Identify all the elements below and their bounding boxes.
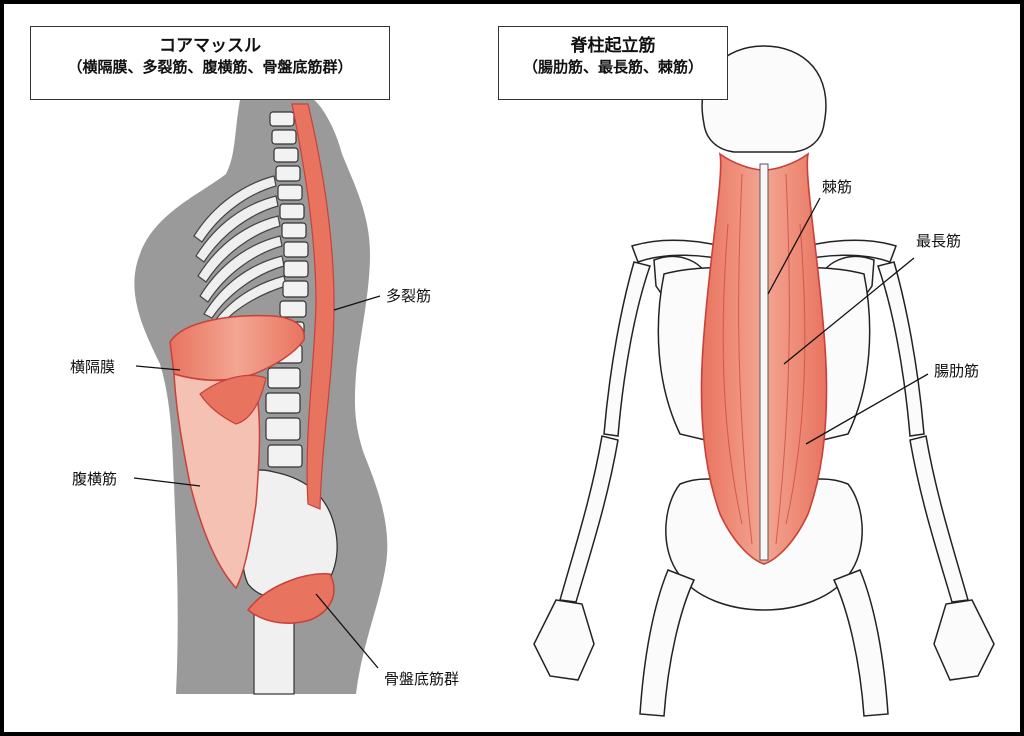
hand-right: [933, 599, 995, 681]
multifidus-muscle: [291, 103, 335, 510]
diagram-frame: コアマッスル （横隔膜、多裂筋、腹横筋、骨盤底筋群） 脊柱起立筋 （腸肋筋、最長…: [4, 4, 1020, 732]
hand-left: [533, 599, 595, 681]
erector-spinae-title: 脊柱起立筋: [570, 36, 656, 56]
core-muscle-title: コアマッスル: [159, 36, 261, 56]
forearm-right: [909, 435, 969, 603]
humerus-left: [603, 261, 651, 437]
rib-cage-side: [193, 175, 287, 325]
label-diaphragm: 横隔膜: [70, 358, 116, 376]
core-muscle-title-box: コアマッスル （横隔膜、多裂筋、腹横筋、骨盤底筋群）: [30, 26, 390, 100]
label-spinalis: 棘筋: [822, 178, 853, 196]
forearm-left: [559, 435, 619, 603]
spine-side: [265, 111, 309, 468]
label-transversus: 腹横筋: [72, 470, 118, 488]
erector-spinae-fibers: [722, 173, 806, 545]
femur-right: [832, 569, 889, 717]
label-multifidus: 多裂筋: [386, 287, 432, 305]
spine-back: [759, 163, 769, 561]
core-muscle-subtitle: （横隔膜、多裂筋、腹横筋、骨盤底筋群）: [67, 58, 353, 76]
humerus-right: [877, 261, 925, 437]
pelvic-floor-muscle: [246, 573, 335, 624]
transversus-inner: [199, 374, 267, 425]
label-iliocostalis: 腸肋筋: [934, 362, 980, 380]
label-longissimus: 最長筋: [916, 232, 962, 250]
femur-left: [639, 569, 696, 717]
erector-spinae-subtitle: （腸肋筋、最長筋、棘筋）: [522, 58, 703, 76]
label-pelvic-floor: 骨盤底筋群: [384, 670, 460, 688]
anatomy-illustration: [133, 45, 995, 717]
erector-spinae-title-box: 脊柱起立筋 （腸肋筋、最長筋、棘筋）: [498, 26, 728, 100]
leader-lines-left: [133, 295, 381, 669]
leader-lines-right: [767, 197, 929, 445]
